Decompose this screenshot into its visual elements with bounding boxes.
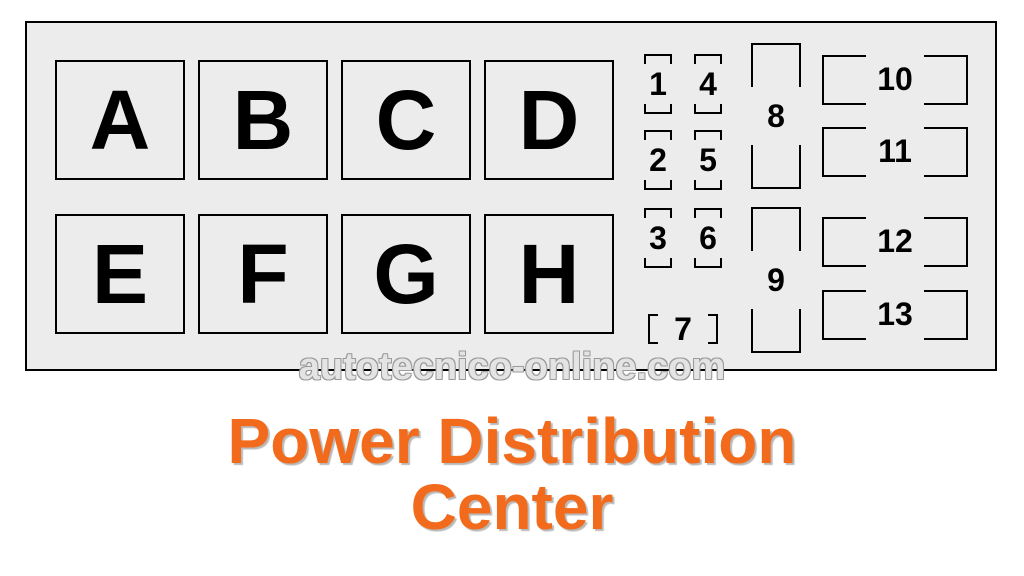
- fuse-3: 3: [644, 208, 672, 268]
- fuse-9: 9: [751, 207, 801, 353]
- relay-d: D: [484, 60, 614, 180]
- fuse-7: 7: [648, 311, 718, 347]
- relay-c: C: [341, 60, 471, 180]
- fuse-10-label: 10: [877, 61, 913, 97]
- fuse-7-label: 7: [674, 311, 692, 347]
- fuse-1-label: 1: [649, 66, 667, 102]
- watermark: autotecnico-online.com: [298, 346, 726, 388]
- fuse-5-label: 5: [699, 142, 717, 178]
- fuse-12: 12: [822, 217, 968, 267]
- relay-g: G: [341, 214, 471, 334]
- fuse-4: 4: [694, 54, 722, 114]
- relay-b: B: [198, 60, 328, 180]
- fuse-9-label: 9: [767, 262, 785, 298]
- diagram-title: Power Distribution Center: [0, 408, 1024, 540]
- fuse-box-panel: A B C D E F G H 1 4 2 5 3 6 7 8 9: [25, 21, 997, 371]
- relay-a: A: [55, 60, 185, 180]
- relay-h: H: [484, 214, 614, 334]
- fuse-6: 6: [694, 208, 722, 268]
- fuse-3-label: 3: [649, 220, 667, 256]
- title-line-1: Power Distribution: [227, 405, 797, 477]
- fuse-8-label: 8: [767, 98, 785, 134]
- fuse-6-label: 6: [699, 220, 717, 256]
- fuse-12-label: 12: [877, 223, 913, 259]
- fuse-2: 2: [644, 130, 672, 190]
- relay-e: E: [55, 214, 185, 334]
- fuse-4-label: 4: [699, 66, 717, 102]
- fuse-13-label: 13: [877, 296, 913, 332]
- title-line-2: Center: [410, 471, 614, 543]
- fuse-11: 11: [822, 127, 968, 177]
- fuse-1: 1: [644, 54, 672, 114]
- fuse-8: 8: [751, 43, 801, 189]
- fuse-2-label: 2: [649, 142, 667, 178]
- fuse-5: 5: [694, 130, 722, 190]
- fuse-13: 13: [822, 290, 968, 340]
- fuse-11-label: 11: [878, 133, 912, 169]
- relay-f: F: [198, 214, 328, 334]
- fuse-10: 10: [822, 55, 968, 105]
